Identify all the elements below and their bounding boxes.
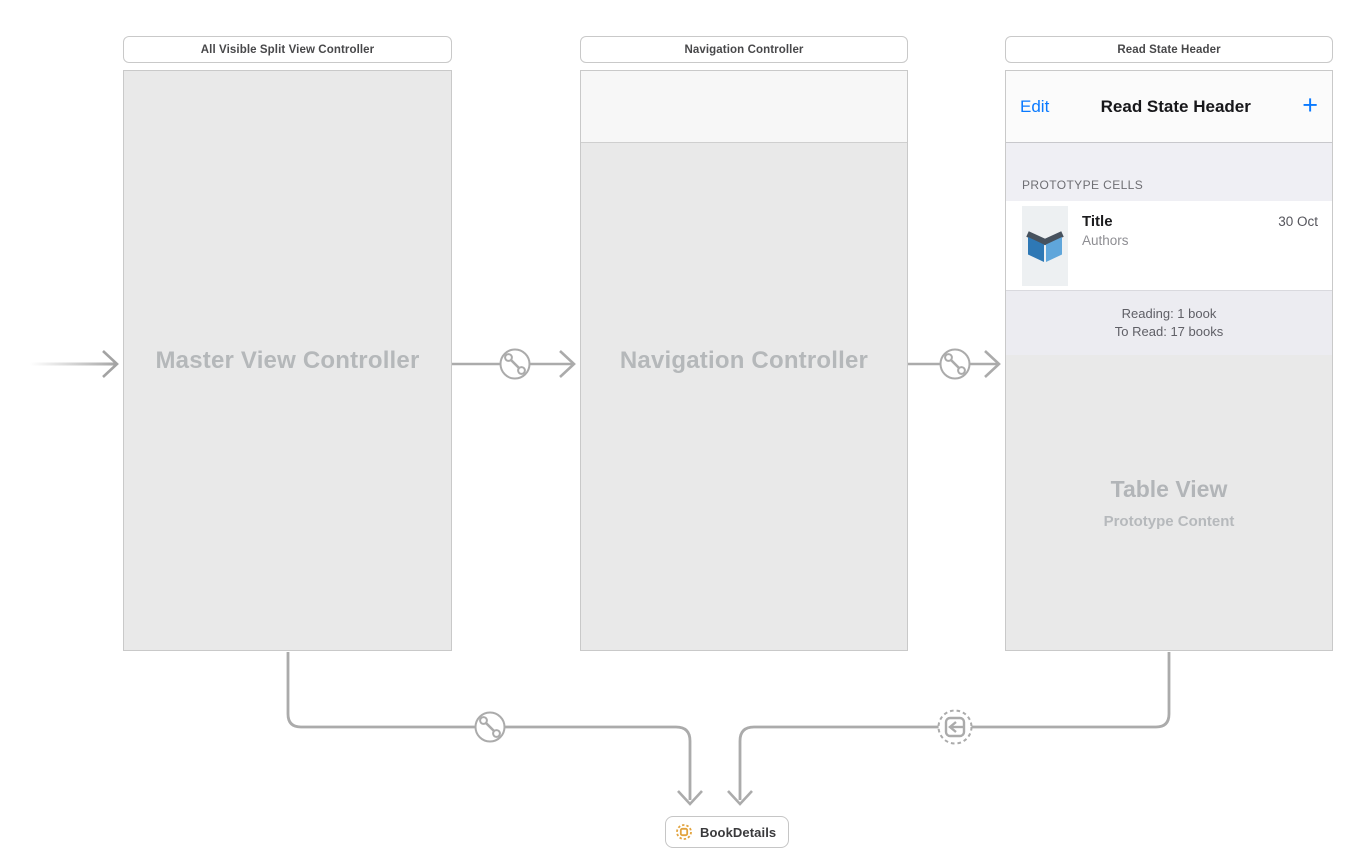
controller-placeholder-label: Navigation Controller [619, 346, 869, 374]
storyboard-reference-icon [676, 824, 692, 840]
table-footer: Reading: 1 book To Read: 17 books [1006, 291, 1332, 355]
storyboard-reference-bookdetails[interactable]: BookDetails [665, 816, 790, 848]
table-view-placeholder-area[interactable]: Table View Prototype Content [1006, 355, 1332, 650]
edit-button[interactable]: Edit [1020, 96, 1050, 116]
cell-title-label: Title [1082, 213, 1113, 230]
initial-view-controller-arrow [28, 350, 119, 378]
footer-to-read-count: To Read: 17 books [1114, 324, 1224, 339]
master-view-controller-scene[interactable]: Master View Controller [123, 70, 452, 651]
cell-text-group: Title Authors [1068, 206, 1278, 285]
segue-master-to-navigation[interactable] [452, 348, 576, 380]
scene-title-split-view-controller[interactable]: All Visible Split View Controller [123, 36, 452, 63]
prototype-content-label: Prototype Content [1103, 512, 1235, 530]
footer-reading-count: Reading: 1 book [1121, 306, 1217, 321]
cell-date-label: 30 Oct [1278, 214, 1318, 229]
cell-authors-label: Authors [1082, 233, 1129, 248]
navigation-controller-scene[interactable]: Navigation Controller [580, 70, 908, 651]
segue-master-to-bookdetails[interactable] [286, 652, 703, 806]
read-state-navigation-bar[interactable]: Edit Read State Header + [1006, 71, 1332, 143]
book-cover-thumbnail[interactable] [1022, 206, 1068, 286]
book-icon [1026, 231, 1064, 262]
prototype-cell[interactable]: Title Authors 30 Oct [1006, 201, 1332, 291]
navigation-bar-area[interactable] [581, 71, 907, 143]
segue-readstate-to-bookdetails[interactable] [727, 652, 1171, 806]
scene-title-label: Navigation Controller [684, 43, 804, 56]
scene-title-read-state-header[interactable]: Read State Header [1005, 36, 1333, 63]
read-state-table-view-controller-scene[interactable]: Edit Read State Header + PROTOTYPE CELLS… [1005, 70, 1333, 651]
scene-title-label: Read State Header [1117, 43, 1221, 56]
prototype-cells-section-header: PROTOTYPE CELLS [1006, 143, 1332, 201]
scene-title-label: All Visible Split View Controller [200, 43, 375, 56]
segue-navigation-to-readstate[interactable] [908, 348, 1001, 380]
table-view-label: Table View [1110, 475, 1228, 502]
controller-placeholder-label: Master View Controller [155, 346, 420, 374]
scene-title-navigation-controller[interactable]: Navigation Controller [580, 36, 908, 63]
add-button[interactable]: + [1302, 89, 1318, 120]
storyboard-reference-label: BookDetails [700, 824, 777, 840]
navigation-bar-title: Read State Header [1100, 96, 1251, 116]
section-header-label: PROTOTYPE CELLS [1022, 178, 1144, 192]
